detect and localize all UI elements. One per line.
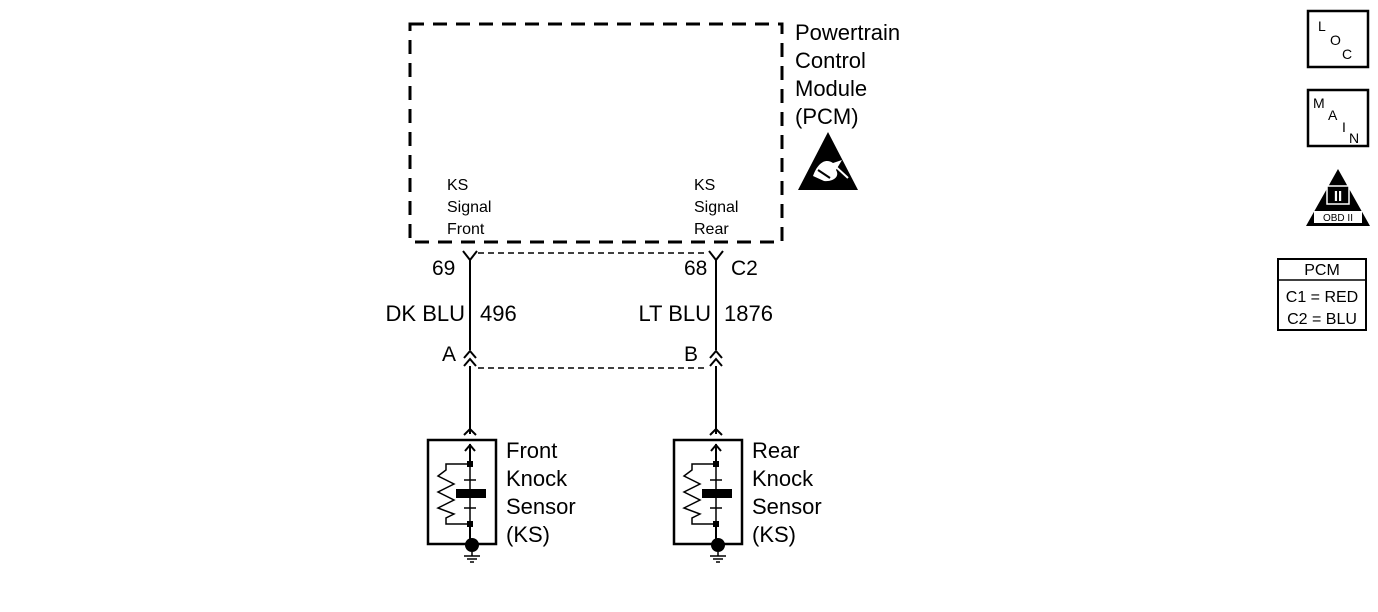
rear-wire-circuit: 1876 xyxy=(724,301,773,326)
front-pin-terminal xyxy=(462,250,478,262)
svg-text:C1 = RED: C1 = RED xyxy=(1286,289,1358,306)
pcm-title-line-2: Control xyxy=(795,48,866,73)
rear-wire-color: LT BLU xyxy=(638,301,711,326)
rear-sensor-label-4: (KS) xyxy=(752,522,796,547)
svg-text:C: C xyxy=(1342,46,1352,62)
rear-signal-label-3: Rear xyxy=(694,221,729,238)
rear-sensor-label-1: Rear xyxy=(752,438,800,463)
front-sensor-label-3: Sensor xyxy=(506,494,576,519)
front-signal-label-2: Signal xyxy=(447,199,491,216)
front-wire-circuit: 496 xyxy=(480,301,517,326)
main-symbol: M A I N xyxy=(1306,88,1370,148)
svg-text:O: O xyxy=(1330,32,1341,48)
pcm-title-line-4: (PCM) xyxy=(795,104,859,129)
front-signal-label-3: Front xyxy=(447,221,485,238)
svg-text:L: L xyxy=(1318,18,1326,34)
svg-text:C2 = BLU: C2 = BLU xyxy=(1287,311,1357,328)
rear-signal-label-2: Signal xyxy=(694,199,738,216)
pcm-connector-legend: PCM C1 = RED C2 = BLU xyxy=(1277,258,1367,331)
loc-symbol: L O C xyxy=(1306,9,1370,69)
front-sensor-label-1: Front xyxy=(506,438,557,463)
front-inline-connector xyxy=(463,349,477,367)
rear-pin-terminal xyxy=(708,250,724,262)
connector-id: C2 xyxy=(731,257,758,280)
svg-text:OBD II: OBD II xyxy=(1323,213,1353,224)
svg-text:PCM: PCM xyxy=(1304,262,1340,279)
front-sensor-label-2: Knock xyxy=(506,466,568,491)
front-pin-number: 69 xyxy=(432,257,455,280)
svg-text:II: II xyxy=(1334,188,1342,205)
front-sensor-terminal xyxy=(463,427,477,436)
svg-text:M: M xyxy=(1313,95,1325,111)
esd-warning-icon xyxy=(798,132,858,190)
front-sensor-label-4: (KS) xyxy=(506,522,550,547)
pcm-boundary xyxy=(408,22,784,244)
rear-inline-connector xyxy=(709,349,723,367)
svg-text:I: I xyxy=(1342,119,1346,135)
front-connector-letter: A xyxy=(442,343,456,366)
rear-sensor-label-3: Sensor xyxy=(752,494,822,519)
pcm-title-line-1: Powertrain xyxy=(795,20,900,45)
rear-sensor-label-2: Knock xyxy=(752,466,814,491)
svg-text:N: N xyxy=(1349,130,1359,146)
front-signal-label-1: KS xyxy=(447,177,468,194)
obd-ii-icon: II OBD II xyxy=(1306,169,1370,226)
front-wire-color: DK BLU xyxy=(386,301,465,326)
svg-text:A: A xyxy=(1328,107,1338,123)
pcm-title-line-3: Module xyxy=(795,76,867,101)
rear-signal-label-1: KS xyxy=(694,177,715,194)
front-knock-sensor xyxy=(426,438,498,563)
rear-pin-number: 68 xyxy=(684,257,707,280)
rear-knock-sensor xyxy=(672,438,744,563)
rear-connector-letter: B xyxy=(684,343,698,366)
rear-sensor-terminal xyxy=(709,427,723,436)
